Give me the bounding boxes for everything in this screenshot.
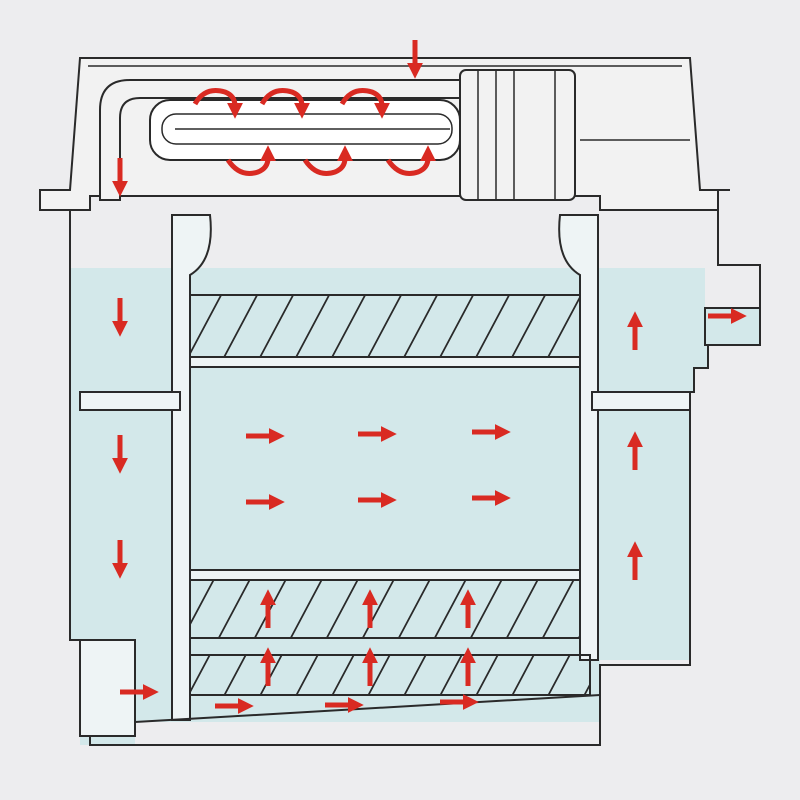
- uv-swirl-bottom-2: [302, 145, 353, 176]
- uv-swirl-bottom-1: [225, 145, 276, 176]
- lower-filter-pad-top: [189, 569, 581, 581]
- uv-lamp: [149, 99, 461, 161]
- sloped-floor: [134, 694, 601, 723]
- lamp-cap: [459, 69, 576, 201]
- uv-swirl-top-3: [339, 88, 390, 119]
- upper-filter-pad: [189, 294, 581, 358]
- uv-swirl-top-1: [192, 88, 243, 119]
- bottom-filter-pad: [189, 654, 591, 696]
- upper-filter-pad-base: [189, 356, 581, 368]
- flow-arrows: [111, 40, 747, 715]
- right-shelf: [591, 391, 691, 411]
- uv-swirl-bottom-3: [385, 145, 436, 176]
- left-shelf: [79, 391, 181, 411]
- filter-tray: [171, 214, 212, 721]
- uv-swirl-top-2: [259, 88, 310, 119]
- filter-tray-right: [558, 214, 599, 661]
- lower-filter-pad: [189, 577, 581, 639]
- drain-plug: [79, 639, 136, 737]
